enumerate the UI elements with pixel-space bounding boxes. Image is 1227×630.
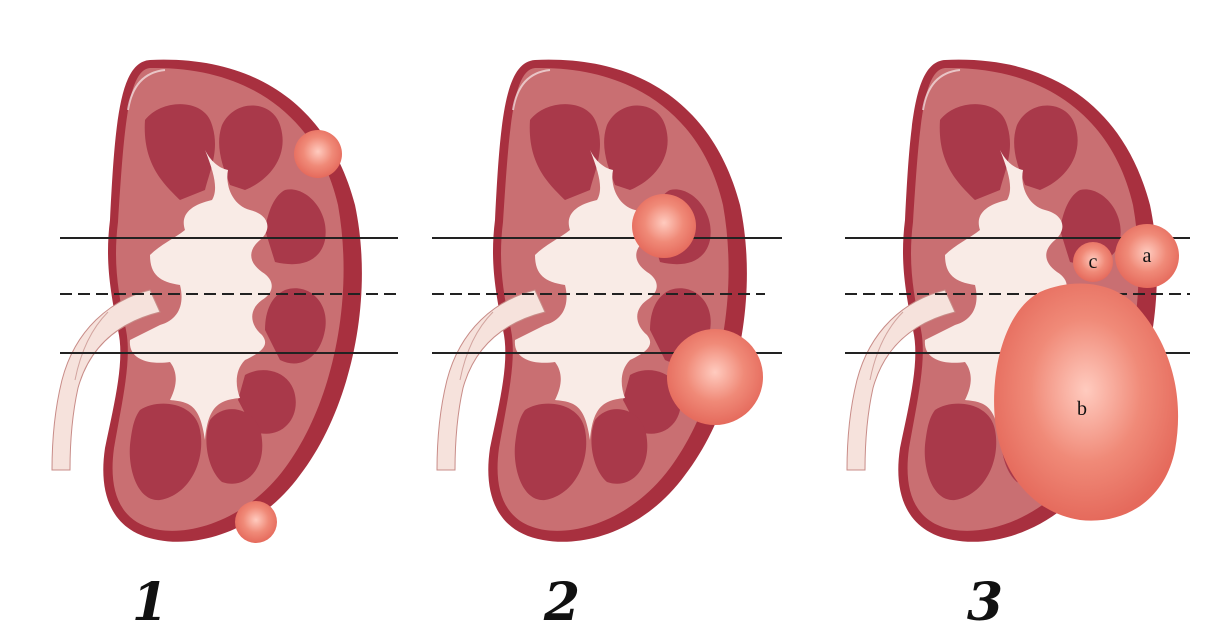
tumor-middle [632,194,696,258]
panel-1: 1 [52,60,398,630]
panel-3: a b c 3 [845,60,1190,630]
tumor-large [667,329,763,425]
panel-number-3: 3 [967,572,1003,630]
panel-number-2: 2 [543,572,580,630]
tumor-upper [294,130,342,178]
label-b: b [1077,398,1087,420]
panel-2: 2 [432,60,782,630]
tumor-lower [235,501,277,543]
label-c: c [1089,251,1098,273]
label-a: a [1143,245,1152,267]
panel-number-1: 1 [132,572,168,630]
